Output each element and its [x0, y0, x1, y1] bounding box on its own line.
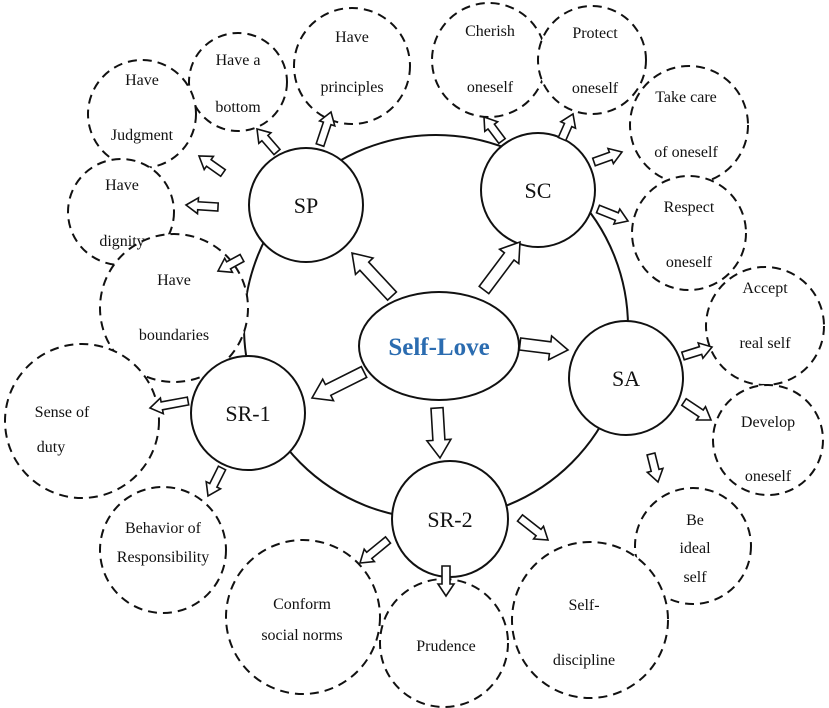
arrow-sc-to-respect [595, 204, 630, 226]
label-have-dignity-2: dignity [99, 233, 144, 250]
node-sc [480, 132, 596, 248]
arrow-sp-to-principles [315, 110, 336, 148]
leaf-labels: Have a bottom Have principles Have Judgm… [35, 23, 795, 669]
label-prudence: Prudence [416, 638, 476, 655]
arrow-sp-to-boundaries [216, 253, 245, 274]
label-sr1: SR-1 [225, 401, 270, 426]
leaf-develop-oneself [712, 384, 824, 496]
label-sr2: SR-2 [427, 507, 472, 532]
arrow-center-to-sp [351, 251, 398, 302]
node-sr1 [190, 355, 306, 471]
label-sp: SP [294, 193, 318, 218]
leaf-conform-norms [225, 539, 381, 695]
label-behavior-1: Behavior of [125, 520, 202, 537]
label-develop-2: oneself [745, 468, 792, 485]
label-have-a-bottom-1: Have a [216, 52, 261, 69]
arrow-sc-to-cherish [483, 115, 507, 145]
arrow-sp-to-bottom [256, 127, 282, 156]
label-have-boundaries-2: boundaries [139, 327, 209, 344]
leaf-sense-of-duty [4, 343, 160, 499]
label-accept-2: real self [739, 335, 791, 352]
leaf-be-ideal-self [634, 487, 752, 605]
label-self-discipline-2: discipline [553, 652, 615, 669]
label-develop-1: Develop [741, 414, 795, 431]
arrow-sa-to-ideal [645, 452, 665, 484]
leaf-respect-oneself [631, 175, 747, 291]
label-ideal-3: self [683, 569, 707, 586]
arrow-sr1-to-behavior [205, 465, 227, 498]
arrow-sr2-to-conform [358, 535, 392, 564]
label-cherish-2: oneself [467, 79, 514, 96]
leaf-behavior-resp [99, 486, 227, 614]
label-ideal-1: Be [686, 512, 704, 529]
label-protect-2: oneself [572, 80, 619, 97]
label-duty-1: Sense of [35, 404, 90, 421]
label-respect-1: Respect [664, 199, 715, 216]
arrow-sr2-to-prudence [436, 565, 456, 598]
arrow-center-to-sr2 [425, 406, 453, 460]
arrow-center-to-sr1 [310, 365, 368, 402]
leaf-have-a-bottom [188, 32, 288, 132]
label-have-boundaries-1: Have [157, 272, 191, 289]
node-sp [248, 147, 364, 263]
arrow-sa-to-accept [680, 341, 714, 361]
label-respect-2: oneself [666, 254, 713, 271]
arrow-sr1-to-duty [148, 396, 190, 416]
label-have-a-bottom-2: bottom [215, 99, 261, 116]
leaf-take-care [629, 65, 749, 185]
arrow-sr2-to-discipline [516, 513, 550, 541]
leaf-protect-oneself [537, 5, 647, 115]
label-have-principles-2: principles [320, 79, 383, 96]
arrow-center-to-sc [478, 240, 521, 295]
category-circles [190, 132, 684, 578]
arrow-sp-to-judgment [197, 155, 227, 178]
label-behavior-2: Responsibility [117, 549, 209, 566]
arrow-sp-to-dignity [184, 196, 220, 216]
node-sa [568, 320, 684, 436]
center-label: Self-Love [388, 334, 489, 361]
label-accept-1: Accept [742, 280, 788, 297]
leaf-self-discipline [511, 541, 669, 699]
label-protect-1: Protect [572, 25, 618, 42]
label-take-care-1: Take care [655, 89, 717, 106]
label-sc: SC [525, 178, 552, 203]
leaf-cherish-oneself [431, 2, 547, 118]
label-sa: SA [612, 366, 640, 391]
label-ideal-2: ideal [679, 540, 711, 557]
arrow-sa-to-develop [680, 397, 713, 421]
label-conform-1: Conform [273, 596, 331, 613]
leaf-have-boundaries [99, 233, 249, 383]
label-have-principles-1: Have [335, 29, 369, 46]
leaf-have-principles [293, 7, 411, 125]
label-duty-2: duty [37, 439, 65, 456]
leaf-have-judgment [87, 59, 197, 169]
label-have-judgment-2: Judgment [111, 127, 174, 144]
label-take-care-2: of oneself [654, 144, 718, 161]
leaf-circles [4, 2, 825, 708]
arrow-sc-to-takecare [591, 147, 624, 167]
arrow-sc-to-protect [557, 112, 577, 142]
arrows [148, 110, 714, 598]
label-self-discipline-1: Self- [568, 597, 599, 614]
arrow-center-to-sa [518, 334, 570, 362]
label-have-judgment-1: Have [125, 72, 159, 89]
label-cherish-1: Cherish [465, 23, 515, 40]
label-conform-2: social norms [261, 627, 342, 644]
label-have-dignity-1: Have [105, 177, 139, 194]
